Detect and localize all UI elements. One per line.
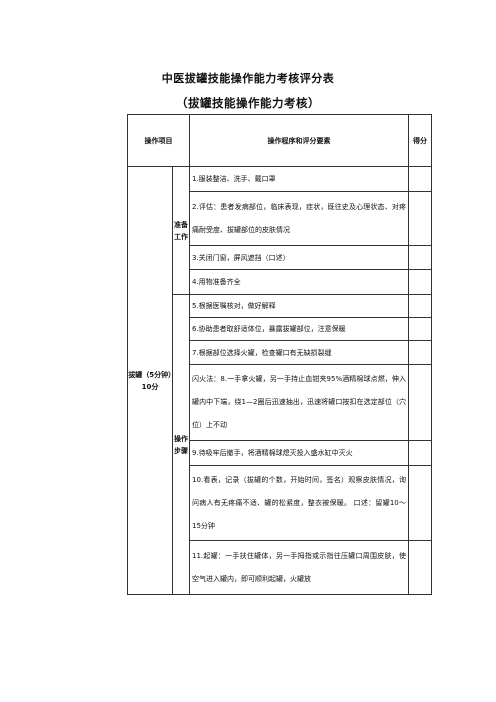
- table-row: 4.用物准备齐全: [128, 269, 432, 295]
- score-cell: [408, 540, 432, 595]
- score-cell: [408, 294, 432, 318]
- document-title: 中医拔罐技能操作能力考核评分表: [161, 72, 335, 85]
- table-row: 6.协助患者取舒适体位，暴露拔罐部位，注意保暖: [128, 317, 432, 341]
- procedure-item: 1.服装整洁、洗手、戴口罩: [189, 166, 409, 192]
- procedure-item: 2.评估：患者发病部位，临床表现，症状，既往史及心理状态、对疼痛耐受度、拔罐部位…: [189, 191, 409, 246]
- procedure-item: 4.用物准备齐全: [189, 269, 409, 295]
- project-cell: 拔罐（5分钟）10分: [127, 166, 173, 595]
- section-prep-label: 准备工作: [172, 166, 190, 295]
- table-row: 7.根据部位选择火罐，检查罐口有无缺损裂缝: [128, 340, 432, 365]
- scoring-table: 操作项目 操作程序和评分要素 得分 拔罐（5分钟）10分 准备工作 1.服装整洁…: [127, 114, 432, 595]
- procedure-item: 10.看表，记录（拔罐的个数，开始时间，签名）观察皮肤情况，询问病人有无疼痛不适…: [189, 465, 409, 541]
- table-header-row: 操作项目 操作程序和评分要素 得分: [127, 114, 432, 167]
- header-score: 得分: [408, 114, 432, 167]
- header-project: 操作项目: [127, 114, 190, 167]
- procedure-item: 7.根据部位选择火罐，检查罐口有无缺损裂缝: [189, 340, 409, 365]
- header-procedure: 操作程序和评分要素: [189, 114, 409, 167]
- procedure-item: 闪火法：8.一手拿火罐，另一手持止血钳夹95%酒精棉球点燃，伸入罐内中下端，绕1…: [189, 364, 409, 441]
- table-row: 10.看表，记录（拔罐的个数，开始时间，签名）观察皮肤情况，询问病人有无疼痛不适…: [128, 465, 432, 541]
- procedure-item: 9.待吸牢后撤手，将酒精棉球熄灭投入盛水缸中灭火: [189, 440, 409, 466]
- procedure-item: 5.根据医嘱核对，做好解释: [189, 294, 409, 318]
- score-cell: [408, 166, 432, 192]
- score-cell: [408, 191, 432, 246]
- procedure-item: 3.关闭门窗，屏风遮挡（口述）: [189, 245, 409, 270]
- score-cell: [408, 317, 432, 341]
- table-row: 操作步骤 5.根据医嘱核对，做好解释: [128, 294, 432, 595]
- table-row: 拔罐（5分钟）10分 准备工作 1.服装整洁、洗手、戴口罩: [127, 166, 432, 595]
- document-subtitle: （拔罐技能操作能力考核）: [176, 96, 320, 110]
- table-row: 2.评估：患者发病部位，临床表现，症状，既往史及心理状态、对疼痛耐受度、拔罐部位…: [128, 191, 432, 246]
- table-row: 闪火法：8.一手拿火罐，另一手持止血钳夹95%酒精棉球点燃，伸入罐内中下端，绕1…: [128, 364, 432, 441]
- score-cell: [408, 364, 432, 441]
- procedure-item: 6.协助患者取舒适体位，暴露拔罐部位，注意保暖: [189, 317, 409, 341]
- procedure-item: 11.起罐：一手扶住罐体，另一手拇指或示指往压罐口周围皮肤，使空气进入罐内，即可…: [189, 540, 409, 595]
- table-row: 11.起罐：一手扶住罐体，另一手拇指或示指往压罐口周围皮肤，使空气进入罐内，即可…: [128, 540, 432, 595]
- score-cell: [408, 465, 432, 541]
- score-cell: [408, 440, 432, 466]
- table-row: 9.待吸牢后撤手，将酒精棉球熄灭投入盛水缸中灭火: [128, 440, 432, 466]
- score-cell: [408, 245, 432, 270]
- score-cell: [408, 340, 432, 365]
- score-cell: [408, 269, 432, 295]
- section-steps-label: 操作步骤: [172, 294, 190, 595]
